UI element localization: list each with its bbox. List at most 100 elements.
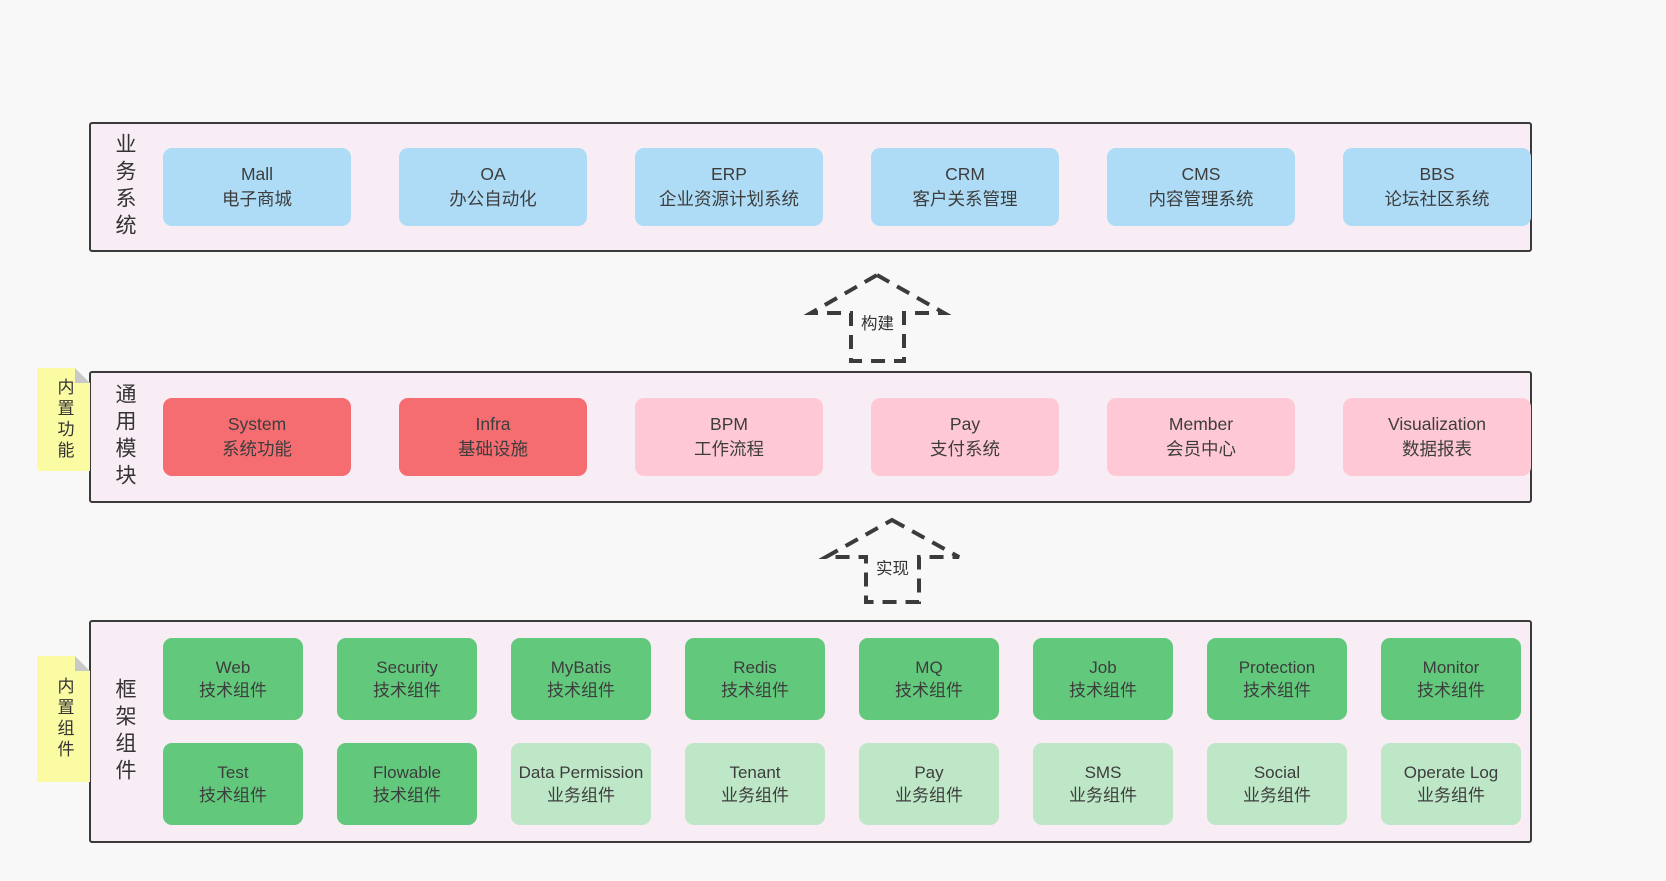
box-tenant: Tenant 业务组件 bbox=[685, 743, 825, 825]
sticky-note-builtin-features: 内置功能 bbox=[37, 368, 90, 471]
layer-label-framework-components: 框架组件 bbox=[113, 677, 136, 786]
box-mq: MQ 技术组件 bbox=[859, 638, 999, 720]
up-block-arrow-icon bbox=[803, 272, 952, 363]
arrow-implement: 实现 bbox=[818, 517, 963, 605]
box-member: Member 会员中心 bbox=[1107, 398, 1295, 476]
box-subtitle: 技术组件 bbox=[373, 681, 441, 700]
folded-corner-icon bbox=[75, 656, 90, 671]
layer-label-common-modules: 通用模块 bbox=[113, 383, 136, 491]
box-subtitle: 业务组件 bbox=[1417, 786, 1485, 805]
box-subtitle: 内容管理系统 bbox=[1148, 189, 1254, 209]
box-subtitle: 系统功能 bbox=[222, 439, 292, 459]
layer-common-modules: 通用模块 System 系统功能 Infra 基础设施 BPM 工作流程 Pay 支付系统 Me… bbox=[89, 371, 1532, 503]
box-test: Test 技术组件 bbox=[163, 743, 303, 825]
box-title: SMS bbox=[1084, 763, 1122, 782]
box-data-permission: Data Permission 业务组件 bbox=[511, 743, 651, 825]
box-subtitle: 业务组件 bbox=[1069, 786, 1137, 805]
box-subtitle: 技术组件 bbox=[895, 681, 963, 700]
box-subtitle: 业务组件 bbox=[1243, 786, 1311, 805]
layer-boxes-common-modules: System 系统功能 Infra 基础设施 BPM 工作流程 Pay 支付系统 Member 会… bbox=[163, 398, 1531, 476]
box-title: Flowable bbox=[372, 763, 442, 782]
box-crm: CRM 客户关系管理 bbox=[871, 148, 1059, 226]
box-title: Infra bbox=[475, 414, 511, 434]
box-monitor: Monitor 技术组件 bbox=[1381, 638, 1521, 720]
sticky-note-builtin-components: 内置组件 bbox=[37, 656, 90, 782]
box-subtitle: 数据报表 bbox=[1402, 439, 1472, 459]
box-title: BPM bbox=[710, 414, 748, 434]
box-title: Monitor bbox=[1422, 658, 1480, 677]
sticky-note-text: 内置组件 bbox=[54, 677, 74, 761]
box-subtitle: 工作流程 bbox=[694, 439, 764, 459]
box-subtitle: 业务组件 bbox=[721, 786, 789, 805]
box-title: OA bbox=[480, 164, 506, 184]
box-oa: OA 办公自动化 bbox=[399, 148, 587, 226]
box-social: Social 业务组件 bbox=[1207, 743, 1347, 825]
box-subtitle: 基础设施 bbox=[458, 439, 528, 459]
box-protection: Protection 技术组件 bbox=[1207, 638, 1347, 720]
box-title: Member bbox=[1168, 414, 1234, 434]
box-title: Social bbox=[1253, 763, 1301, 782]
box-title: Test bbox=[217, 763, 249, 782]
box-subtitle: 办公自动化 bbox=[449, 189, 537, 209]
box-subtitle: 技术组件 bbox=[547, 681, 615, 700]
box-pay: Pay 支付系统 bbox=[871, 398, 1059, 476]
box-subtitle: 业务组件 bbox=[547, 786, 615, 805]
arrow-build-label: 构建 bbox=[858, 309, 897, 335]
box-bpm: BPM 工作流程 bbox=[635, 398, 823, 476]
box-title: Data Permission bbox=[518, 763, 644, 782]
arrow-implement-label: 实现 bbox=[873, 554, 912, 580]
folded-corner-icon bbox=[75, 368, 90, 383]
box-sms: SMS 业务组件 bbox=[1033, 743, 1173, 825]
box-operate-log: Operate Log 业务组件 bbox=[1381, 743, 1521, 825]
layer-boxes-business-systems: Mall 电子商城 OA 办公自动化 ERP 企业资源计划系统 CRM 客户关系管理 CMS 内容… bbox=[163, 148, 1531, 226]
component-row: Mall 电子商城 OA 办公自动化 ERP 企业资源计划系统 CRM 客户关系管理 CMS 内容… bbox=[163, 148, 1531, 226]
box-mybatis: MyBatis 技术组件 bbox=[511, 638, 651, 720]
box-subtitle: 会员中心 bbox=[1166, 439, 1236, 459]
box-title: MyBatis bbox=[550, 658, 612, 677]
box-subtitle: 技术组件 bbox=[373, 786, 441, 805]
box-title: Mall bbox=[240, 164, 274, 184]
box-flowable: Flowable 技术组件 bbox=[337, 743, 477, 825]
box-title: CMS bbox=[1181, 164, 1221, 184]
arrow-build: 构建 bbox=[803, 272, 952, 364]
box-title: Security bbox=[376, 658, 438, 677]
box-subtitle: 技术组件 bbox=[199, 786, 267, 805]
box-subtitle: 电子商城 bbox=[222, 189, 292, 209]
up-block-arrow-icon bbox=[818, 517, 960, 604]
box-title: Operate Log bbox=[1403, 763, 1499, 782]
box-title: Pay bbox=[949, 414, 981, 434]
box-erp: ERP 企业资源计划系统 bbox=[635, 148, 823, 226]
box-title: CRM bbox=[945, 164, 985, 184]
box-security: Security 技术组件 bbox=[337, 638, 477, 720]
box-title: Protection bbox=[1238, 658, 1316, 677]
box-title: System bbox=[227, 414, 287, 434]
box-subtitle: 技术组件 bbox=[1069, 681, 1137, 700]
box-cms: CMS 内容管理系统 bbox=[1107, 148, 1295, 226]
box-subtitle: 论坛社区系统 bbox=[1384, 189, 1490, 209]
box-title: Redis bbox=[733, 658, 777, 677]
box-title: ERP bbox=[711, 164, 747, 184]
box-redis: Redis 技术组件 bbox=[685, 638, 825, 720]
sticky-note-text: 内置功能 bbox=[54, 377, 74, 462]
box-subtitle: 业务组件 bbox=[895, 786, 963, 805]
box-title: MQ bbox=[915, 658, 943, 677]
box-subtitle: 技术组件 bbox=[1243, 681, 1311, 700]
box-subtitle: 技术组件 bbox=[721, 681, 789, 700]
box-subtitle: 客户关系管理 bbox=[912, 189, 1018, 209]
box-system: System 系统功能 bbox=[163, 398, 351, 476]
box-subtitle: 企业资源计划系统 bbox=[659, 189, 799, 209]
box-subtitle: 支付系统 bbox=[930, 439, 1000, 459]
box-subtitle: 技术组件 bbox=[1417, 681, 1485, 700]
box-title: Tenant bbox=[729, 763, 781, 782]
